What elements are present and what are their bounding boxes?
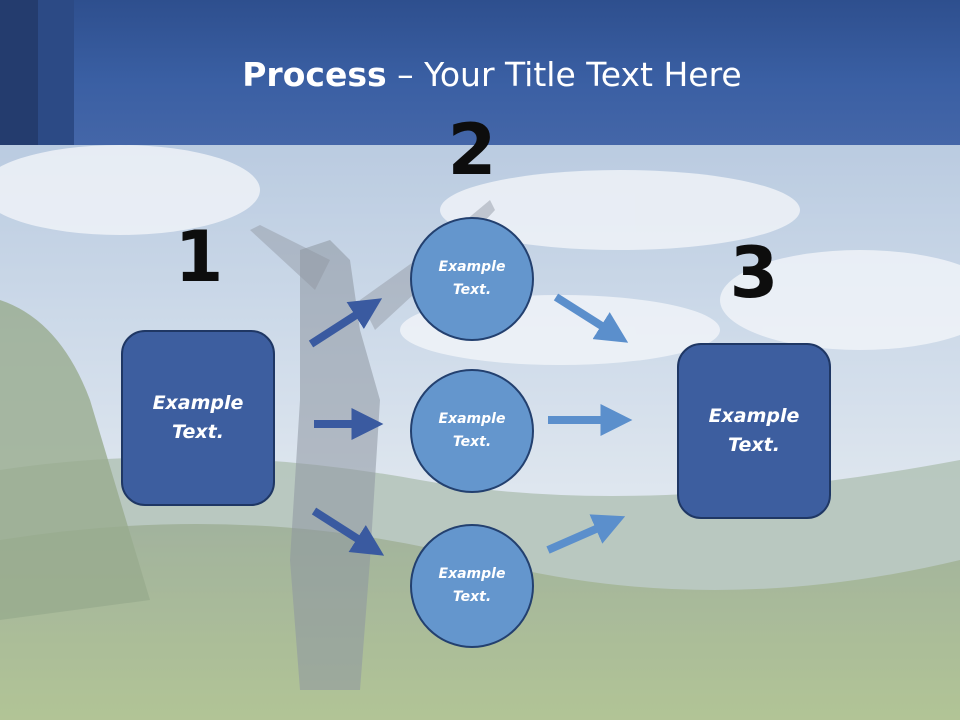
slide-title[interactable]: Process – Your Title Text Here — [0, 52, 960, 98]
arrow-up-right-icon — [308, 298, 383, 348]
title-rest: – Your Title Text Here — [386, 55, 742, 94]
header-accent — [0, 0, 38, 145]
input-box-text: Example Text. — [152, 392, 244, 443]
title-bold: Process — [242, 55, 387, 94]
input-box[interactable]: Example Text. — [121, 330, 275, 506]
step-number-2[interactable]: 2 — [447, 109, 497, 191]
arrow-up-right-icon — [546, 514, 626, 554]
title-band: Process – Your Title Text Here — [0, 0, 960, 145]
process-circle-middle[interactable]: Example Text. — [410, 369, 534, 493]
process-circle-top[interactable]: Example Text. — [410, 217, 534, 341]
circle-text: Example Text. — [438, 566, 506, 605]
circle-text: Example Text. — [438, 259, 506, 298]
step-number-3[interactable]: 3 — [729, 232, 779, 314]
arrow-down-right-icon — [553, 293, 629, 343]
process-circle-bottom[interactable]: Example Text. — [410, 524, 534, 648]
output-box-text: Example Text. — [708, 405, 800, 456]
circle-text: Example Text. — [438, 411, 506, 450]
header-accent — [38, 0, 74, 145]
step-number-1[interactable]: 1 — [174, 216, 224, 298]
output-box[interactable]: Example Text. — [677, 343, 831, 519]
arrow-down-right-icon — [311, 507, 385, 556]
